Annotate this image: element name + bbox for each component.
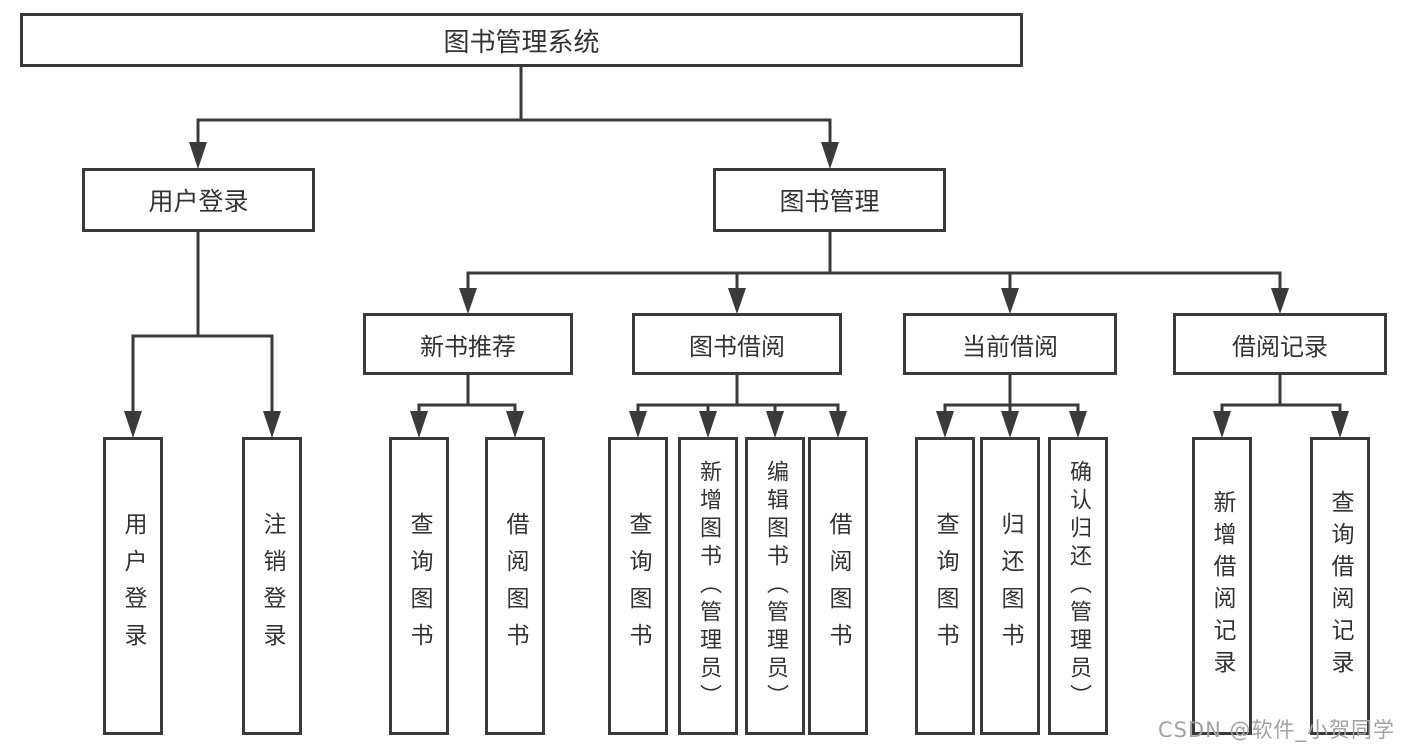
node-user-login: 用户登录 [82, 168, 315, 232]
leaf-user-login: 用户登录 [103, 437, 163, 735]
leaf-return-books: 归还图书 [980, 437, 1040, 735]
leaf-add-borrow-record: 新增借阅记录 [1192, 437, 1252, 735]
leaf-confirm-return-admin: 确认归还（管理员） [1048, 437, 1108, 735]
node-new-book-recommend: 新书推荐 [363, 313, 573, 375]
node-book-management-label: 图书管理 [779, 187, 880, 216]
node-user-login-label: 用户登录 [148, 187, 249, 216]
node-current-borrow: 当前借阅 [903, 313, 1117, 375]
connectors-book-borrow-to-leaves [629, 374, 847, 438]
connectors-borrow-records-to-leaves [1213, 374, 1349, 438]
node-root-label: 图书管理系统 [443, 27, 600, 58]
connectors-book-management-to-level3 [459, 231, 1289, 314]
node-book-borrow: 图书借阅 [632, 313, 842, 375]
connectors-user-login-to-leaves [124, 231, 281, 438]
node-current-borrow-label: 当前借阅 [962, 332, 1058, 361]
leaf-borrow-books: 借阅图书 [808, 437, 868, 735]
leaf-borrow-query-books: 查询图书 [608, 437, 668, 735]
node-borrow-records: 借阅记录 [1173, 313, 1387, 375]
leaf-recommend-query-books: 查询图书 [389, 437, 449, 735]
node-new-book-recommend-label: 新书推荐 [420, 332, 516, 361]
node-root: 图书管理系统 [20, 13, 1023, 67]
leaf-recommend-borrow-books: 借阅图书 [485, 437, 545, 735]
connectors-new-book-recommend-to-leaves [410, 374, 524, 438]
leaf-add-books-admin: 新增图书（管理员） [678, 437, 738, 735]
node-book-management: 图书管理 [713, 168, 946, 232]
connectors-root-to-level2 [189, 66, 839, 169]
leaf-current-query-books: 查询图书 [915, 437, 975, 735]
leaf-query-borrow-record: 查询借阅记录 [1310, 437, 1370, 735]
node-borrow-records-label: 借阅记录 [1232, 332, 1328, 361]
connectors-current-borrow-to-leaves [936, 374, 1087, 438]
node-book-borrow-label: 图书借阅 [689, 332, 785, 361]
leaf-logout: 注销登录 [242, 437, 302, 735]
leaf-edit-books-admin: 编辑图书（管理员） [745, 437, 805, 735]
